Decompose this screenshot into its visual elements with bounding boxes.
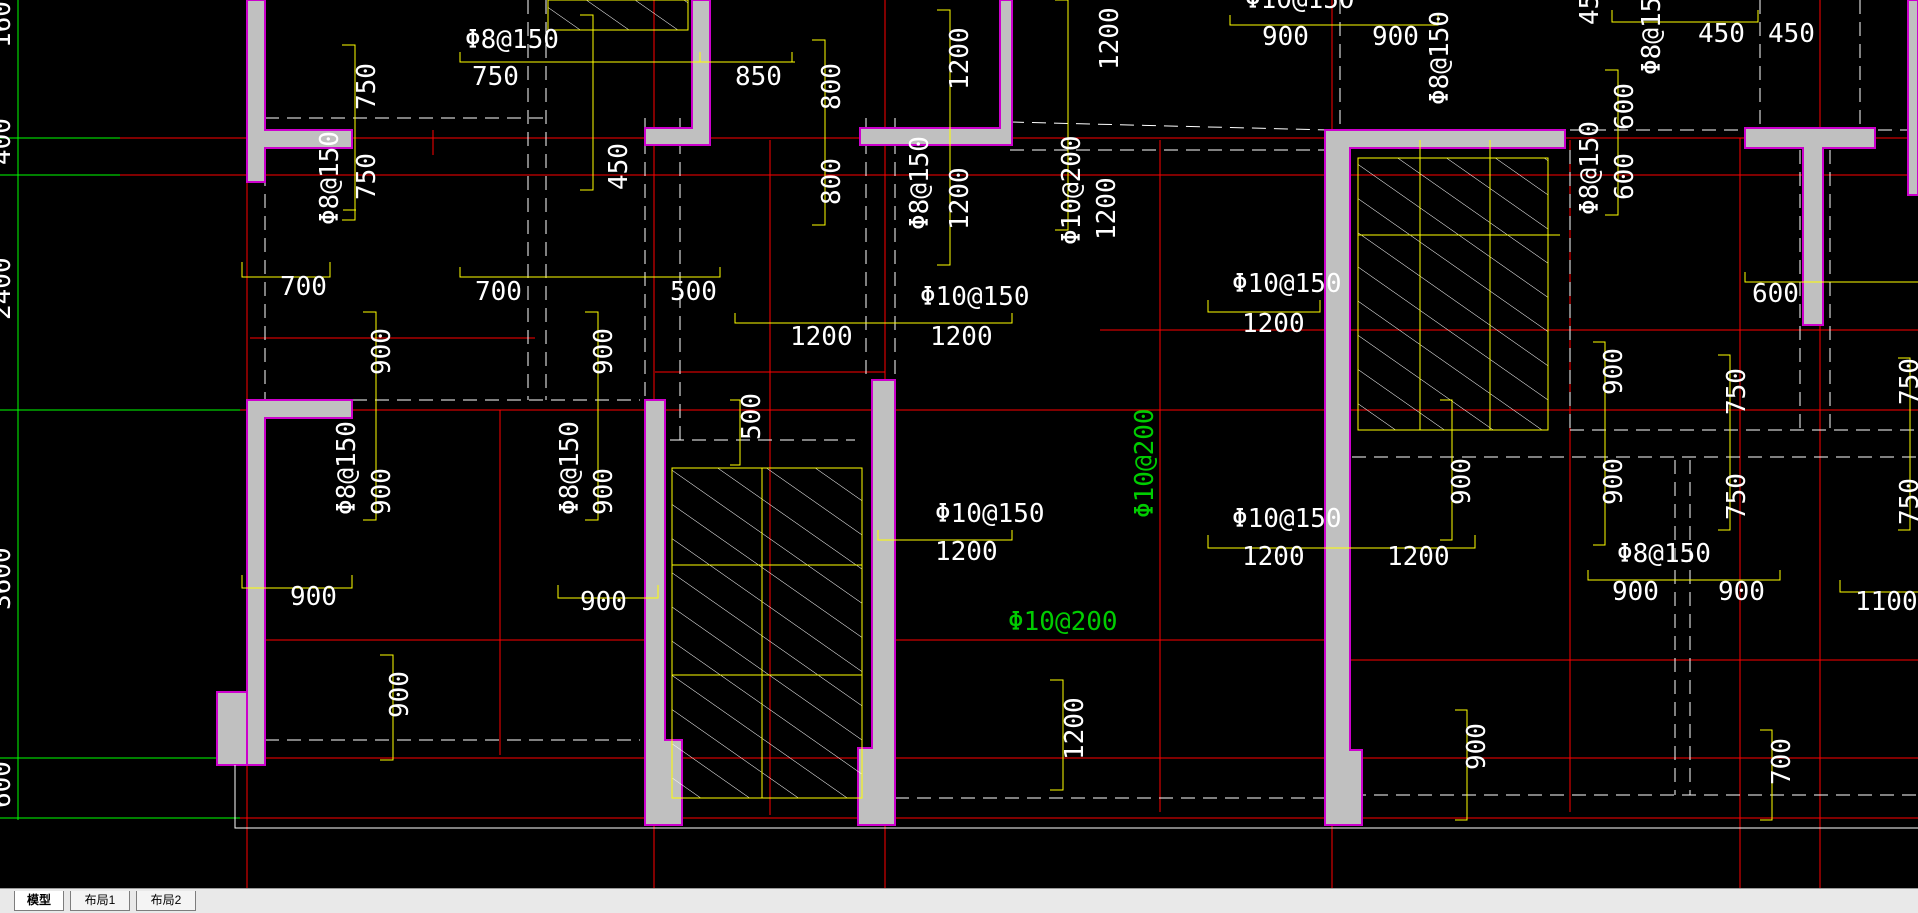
wall bbox=[246, 0, 353, 183]
dimension-label: 900 bbox=[580, 587, 627, 617]
tab-model[interactable]: 模型 bbox=[14, 891, 64, 911]
dimension-label: 700 bbox=[280, 272, 327, 302]
dimension-label: 1200 bbox=[945, 167, 975, 230]
dimension-label: 900 bbox=[1599, 458, 1629, 505]
dimension-label: 1100 bbox=[1855, 587, 1918, 617]
tab-layout-1[interactable]: 布局1 bbox=[70, 891, 130, 911]
layout-tabs-bar: 模型 布局1 布局2 bbox=[0, 888, 1918, 913]
dimension-label: 450 bbox=[1575, 0, 1605, 25]
dimension-label: 900 bbox=[1718, 577, 1765, 607]
rebar-label: Φ8@150 bbox=[1617, 539, 1711, 569]
dimension-label: 900 bbox=[1372, 22, 1419, 52]
dimension-label: 900 bbox=[589, 468, 619, 515]
dimension-label: 750 bbox=[352, 63, 382, 110]
axis-lines bbox=[120, 0, 1918, 888]
wall bbox=[216, 691, 248, 766]
dimension-label: 750 bbox=[1722, 368, 1752, 415]
dimension-label: 850 bbox=[735, 62, 782, 92]
dimension-label: 450 bbox=[604, 143, 634, 190]
dimension-label: 1200 bbox=[790, 322, 853, 352]
annotations: Φ8@150 750 850 800 1200 1200 Φ10@150 900… bbox=[280, 0, 1918, 785]
dimension-label: 900 bbox=[1462, 723, 1492, 770]
dimension-label: 1200 bbox=[1092, 177, 1122, 240]
rebar-dimensions bbox=[241, 0, 1918, 821]
axis-label: 400 bbox=[0, 118, 17, 165]
dimension-label: 900 bbox=[367, 328, 397, 375]
rebar-label: Φ8@150 bbox=[555, 421, 585, 515]
dimension-label: 900 bbox=[1447, 458, 1477, 505]
dimension-label: 1200 bbox=[1242, 309, 1305, 339]
dimension-label: 1200 bbox=[935, 537, 998, 567]
dimension-label: 1200 bbox=[1060, 697, 1090, 760]
dimension-label: 450 bbox=[1768, 19, 1815, 49]
dimension-label: 1200 bbox=[1242, 542, 1305, 572]
tab-layout-2[interactable]: 布局2 bbox=[136, 891, 196, 911]
rebar-label: Φ10@150 bbox=[1232, 269, 1342, 299]
rebar-label: Φ10@150 bbox=[935, 499, 1045, 529]
dimension-label: 900 bbox=[1599, 348, 1629, 395]
wall bbox=[859, 0, 1013, 146]
left-axis-ruler: 1600 400 2400 3600 600 bbox=[0, 0, 240, 820]
shaft-opening bbox=[547, 0, 689, 31]
dimension-label: 750 bbox=[1895, 478, 1918, 525]
rebar-label: Φ10@200 bbox=[1057, 135, 1087, 245]
wall bbox=[1324, 129, 1566, 826]
dimension-label: 900 bbox=[385, 671, 415, 718]
rebar-label-green: Φ10@200 bbox=[1008, 607, 1118, 637]
dimension-label: 600 bbox=[1610, 153, 1640, 200]
axis-label: 1600 bbox=[0, 0, 17, 48]
dimension-label: 750 bbox=[472, 62, 519, 92]
dimension-label: 600 bbox=[1610, 83, 1640, 130]
rebar-label: Φ10@150 bbox=[1232, 504, 1342, 534]
dimension-label: 1200 bbox=[1095, 7, 1125, 70]
dimension-label: 1200 bbox=[930, 322, 993, 352]
dashed-lines bbox=[264, 0, 1918, 799]
dimension-label: 500 bbox=[670, 277, 717, 307]
dimension-label: 600 bbox=[1752, 279, 1799, 309]
axis-label: 2400 bbox=[0, 257, 17, 320]
dimension-label: 800 bbox=[817, 63, 847, 110]
dimension-label: 750 bbox=[1895, 358, 1918, 405]
wall bbox=[1744, 127, 1876, 326]
dimension-label: 750 bbox=[352, 153, 382, 200]
dimension-label: 700 bbox=[475, 277, 522, 307]
rebar-label: Φ10@150 bbox=[1245, 0, 1355, 15]
drawing-canvas[interactable]: 1600 400 2400 3600 600 bbox=[0, 0, 1918, 888]
rebar-label: Φ8@150 bbox=[905, 136, 935, 230]
dimension-label: 500 bbox=[737, 393, 767, 440]
hatched-openings bbox=[547, 0, 1560, 799]
dimension-label: 1200 bbox=[1387, 542, 1450, 572]
rebar-label: Φ8@150 bbox=[315, 131, 345, 225]
rebar-label: Φ8@150 bbox=[465, 25, 559, 55]
dimension-label: 900 bbox=[589, 328, 619, 375]
axis-label: 3600 bbox=[0, 547, 17, 610]
axis-label: 600 bbox=[0, 761, 17, 808]
dimension-label: 900 bbox=[367, 468, 397, 515]
rebar-label-green: Φ10@200 bbox=[1130, 408, 1160, 518]
rebar-label: Φ10@150 bbox=[920, 282, 1030, 312]
dimension-label: 900 bbox=[1612, 577, 1659, 607]
rebar-label: Φ8@150 bbox=[1637, 0, 1667, 75]
wall bbox=[1907, 0, 1918, 196]
rebar-label: Φ8@150 bbox=[332, 421, 362, 515]
shaft-opening bbox=[671, 467, 863, 799]
rebar-label: Φ8@150 bbox=[1425, 11, 1455, 105]
dimension-label: 900 bbox=[1262, 22, 1309, 52]
dimension-label: 700 bbox=[1767, 738, 1797, 785]
boundary bbox=[234, 765, 1918, 829]
dimension-label: 800 bbox=[817, 158, 847, 205]
walls bbox=[216, 0, 1918, 826]
wall bbox=[857, 379, 896, 826]
dimension-label: 900 bbox=[290, 582, 337, 612]
dimension-label: 750 bbox=[1722, 473, 1752, 520]
dimension-label: 450 bbox=[1698, 19, 1745, 49]
rebar-label: Φ8@150 bbox=[1575, 121, 1605, 215]
wall bbox=[644, 0, 711, 146]
dimension-label: 1200 bbox=[945, 27, 975, 90]
shaft-opening bbox=[1357, 157, 1549, 431]
